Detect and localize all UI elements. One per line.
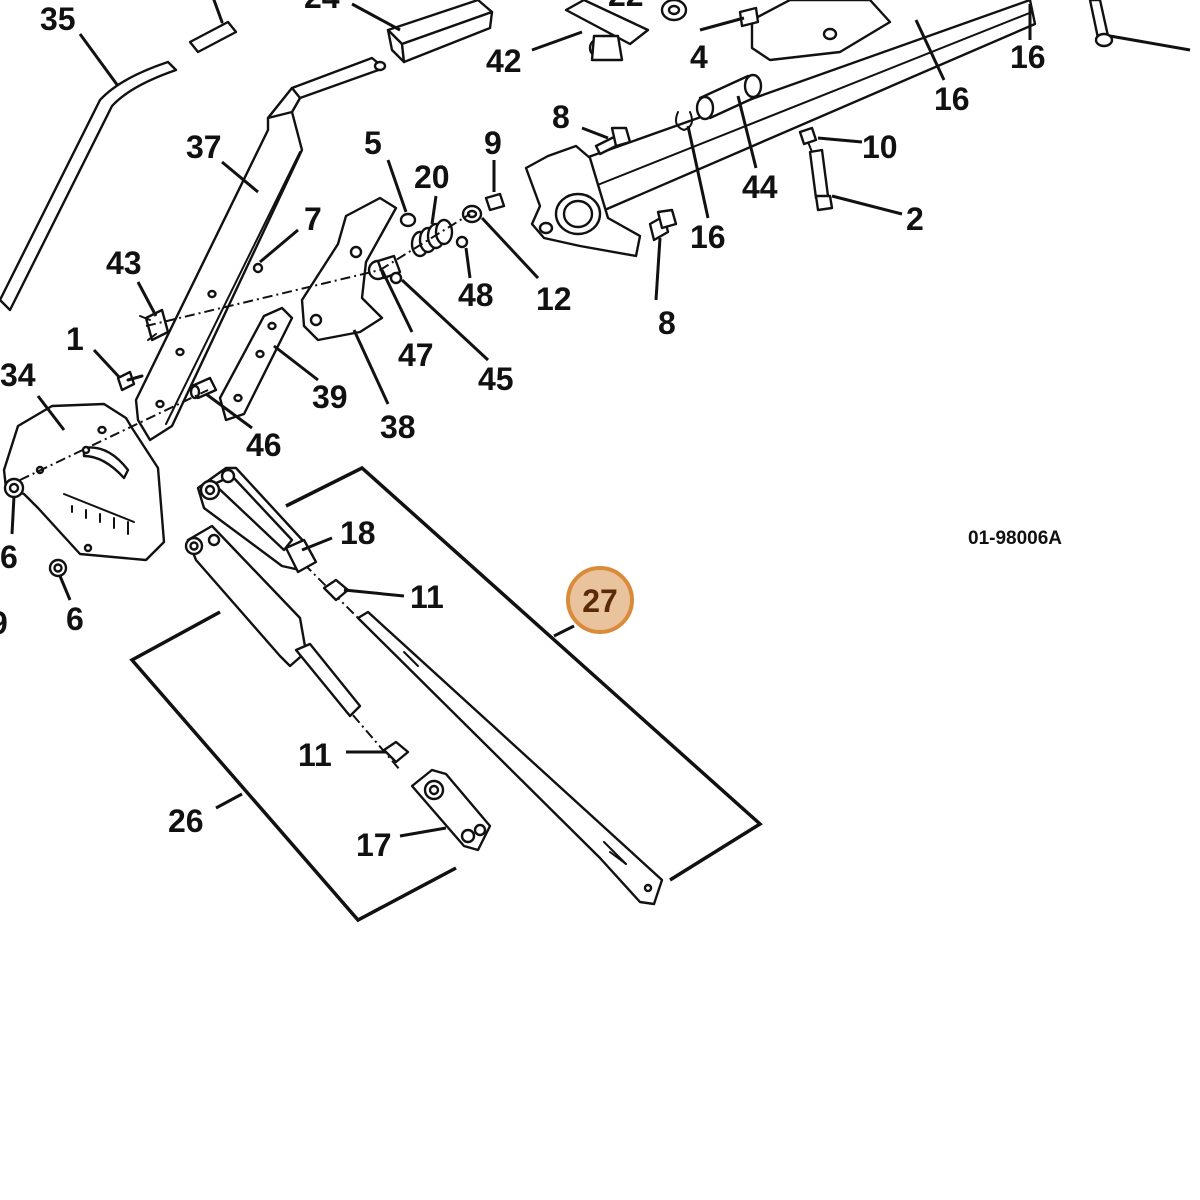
clip-43 — [139, 308, 170, 342]
clip-16 — [675, 111, 693, 131]
clevis-17 — [410, 768, 492, 852]
rod-right — [1088, 0, 1114, 48]
plate-34 — [2, 402, 166, 562]
nut-9 — [484, 192, 506, 212]
screw-7 — [252, 262, 264, 274]
rod-35 — [0, 60, 178, 312]
bushing-46 — [189, 376, 218, 400]
callout-16-a: 16 — [1010, 39, 1046, 75]
nut-6-upper — [3, 477, 25, 499]
group-bracket-26 — [129, 610, 457, 923]
clevis-26 — [184, 524, 362, 718]
callout-39: 39 — [312, 379, 348, 415]
bushing-44 — [695, 73, 763, 121]
callout-12: 12 — [536, 281, 572, 317]
bolt-8-upper — [594, 126, 632, 156]
callout-43: 43 — [106, 245, 142, 281]
bolt-2 — [807, 141, 834, 212]
callout-37: 37 — [186, 129, 222, 165]
callout-5: 5 — [364, 125, 382, 161]
callout-16-c: 16 — [690, 219, 726, 255]
nut-11-lower — [382, 740, 410, 764]
callout-7: 7 — [304, 201, 322, 237]
callout-38: 38 — [380, 409, 416, 445]
callout-42: 42 — [486, 43, 522, 79]
callout-18: 18 — [340, 515, 376, 551]
screw-45 — [389, 271, 403, 285]
lever-37 — [134, 56, 387, 442]
callout-8-b: 8 — [658, 305, 676, 341]
plate-39 — [218, 306, 294, 422]
callout-47: 47 — [398, 337, 434, 373]
pin-48 — [455, 235, 469, 249]
callout-27[interactable]: 27 — [582, 583, 618, 619]
washer-22 — [660, 0, 688, 22]
callout-22: 22 — [608, 0, 644, 13]
bolt-8-lower — [648, 208, 678, 242]
callout-9-left: 9 — [0, 605, 8, 641]
callout-1: 1 — [66, 321, 84, 357]
highlight-circle[interactable] — [566, 566, 634, 634]
bolt-1 — [116, 370, 144, 392]
callout-16-b: 16 — [934, 81, 970, 117]
nut-10 — [798, 126, 818, 146]
nut-6-lower — [48, 558, 68, 578]
pin-top — [188, 0, 238, 54]
leader-lines — [10, 2, 1191, 838]
callout-45: 45 — [478, 361, 514, 397]
part-24 — [386, 0, 494, 64]
highlight-callout-27[interactable]: 27 — [566, 566, 634, 634]
bracket-38 — [300, 196, 398, 342]
callout-11-b: 11 — [298, 737, 332, 773]
callout-48: 48 — [458, 277, 494, 313]
callout-6-a: 6 — [0, 539, 18, 575]
rod-27 — [356, 610, 664, 906]
pivot-plate — [524, 144, 642, 258]
callout-46: 46 — [246, 427, 282, 463]
callout-8-a: 8 — [552, 99, 570, 135]
callout-26: 26 — [168, 803, 204, 839]
callout-9-top: 9 — [484, 125, 502, 161]
callout-11-a: 11 — [410, 579, 444, 615]
callout-20: 20 — [414, 159, 450, 195]
frame-bracket-top — [738, 0, 892, 62]
group-bracket-27 — [285, 465, 763, 882]
callout-10: 10 — [862, 129, 898, 165]
callout-34: 34 — [0, 357, 36, 393]
pin-42 — [564, 0, 650, 62]
callout-2: 2 — [906, 201, 924, 237]
callout-35: 35 — [40, 1, 76, 37]
callout-labels: 35 24 22 42 4 16 16 37 5 20 9 8 44 10 2 … — [0, 0, 1062, 863]
nut-5 — [399, 212, 417, 228]
callout-4: 4 — [690, 39, 708, 75]
clevis-27 — [196, 466, 318, 574]
callout-17: 17 — [356, 827, 392, 863]
callout-44: 44 — [742, 169, 778, 205]
callout-24: 24 — [304, 0, 340, 15]
part-number-label: 01-98006A — [968, 528, 1062, 549]
callout-6-b: 6 — [66, 601, 84, 637]
washer-12 — [461, 204, 483, 224]
